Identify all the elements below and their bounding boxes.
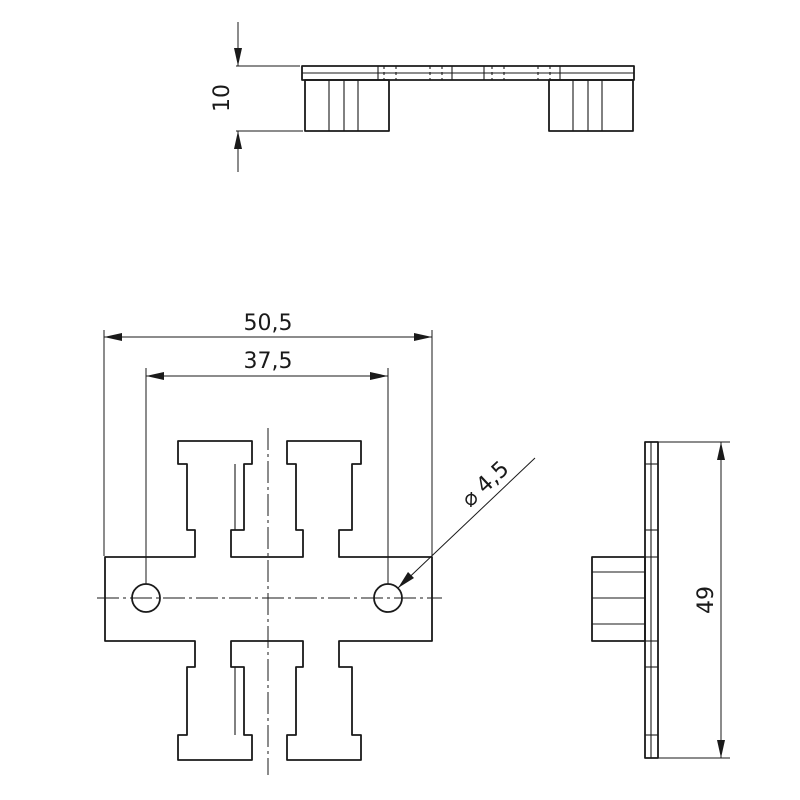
height-dimension: 10 [210, 22, 303, 172]
height-label: 10 [210, 84, 235, 112]
top-view [301, 65, 635, 132]
side-view [591, 441, 659, 759]
hole-diameter-label: 4,5 [472, 457, 515, 499]
side-height-label: 49 [694, 586, 719, 614]
hole-spacing-label: 37,5 [244, 349, 293, 374]
overall-width-dimension: 50,5 [103, 311, 433, 556]
side-height-dimension: 49 [658, 441, 730, 759]
overall-width-label: 50,5 [244, 311, 293, 336]
hole-spacing-dimension: 37,5 [145, 349, 389, 584]
front-view [97, 428, 442, 775]
hole-diameter-callout: ⌀ 4,5 [397, 457, 536, 589]
